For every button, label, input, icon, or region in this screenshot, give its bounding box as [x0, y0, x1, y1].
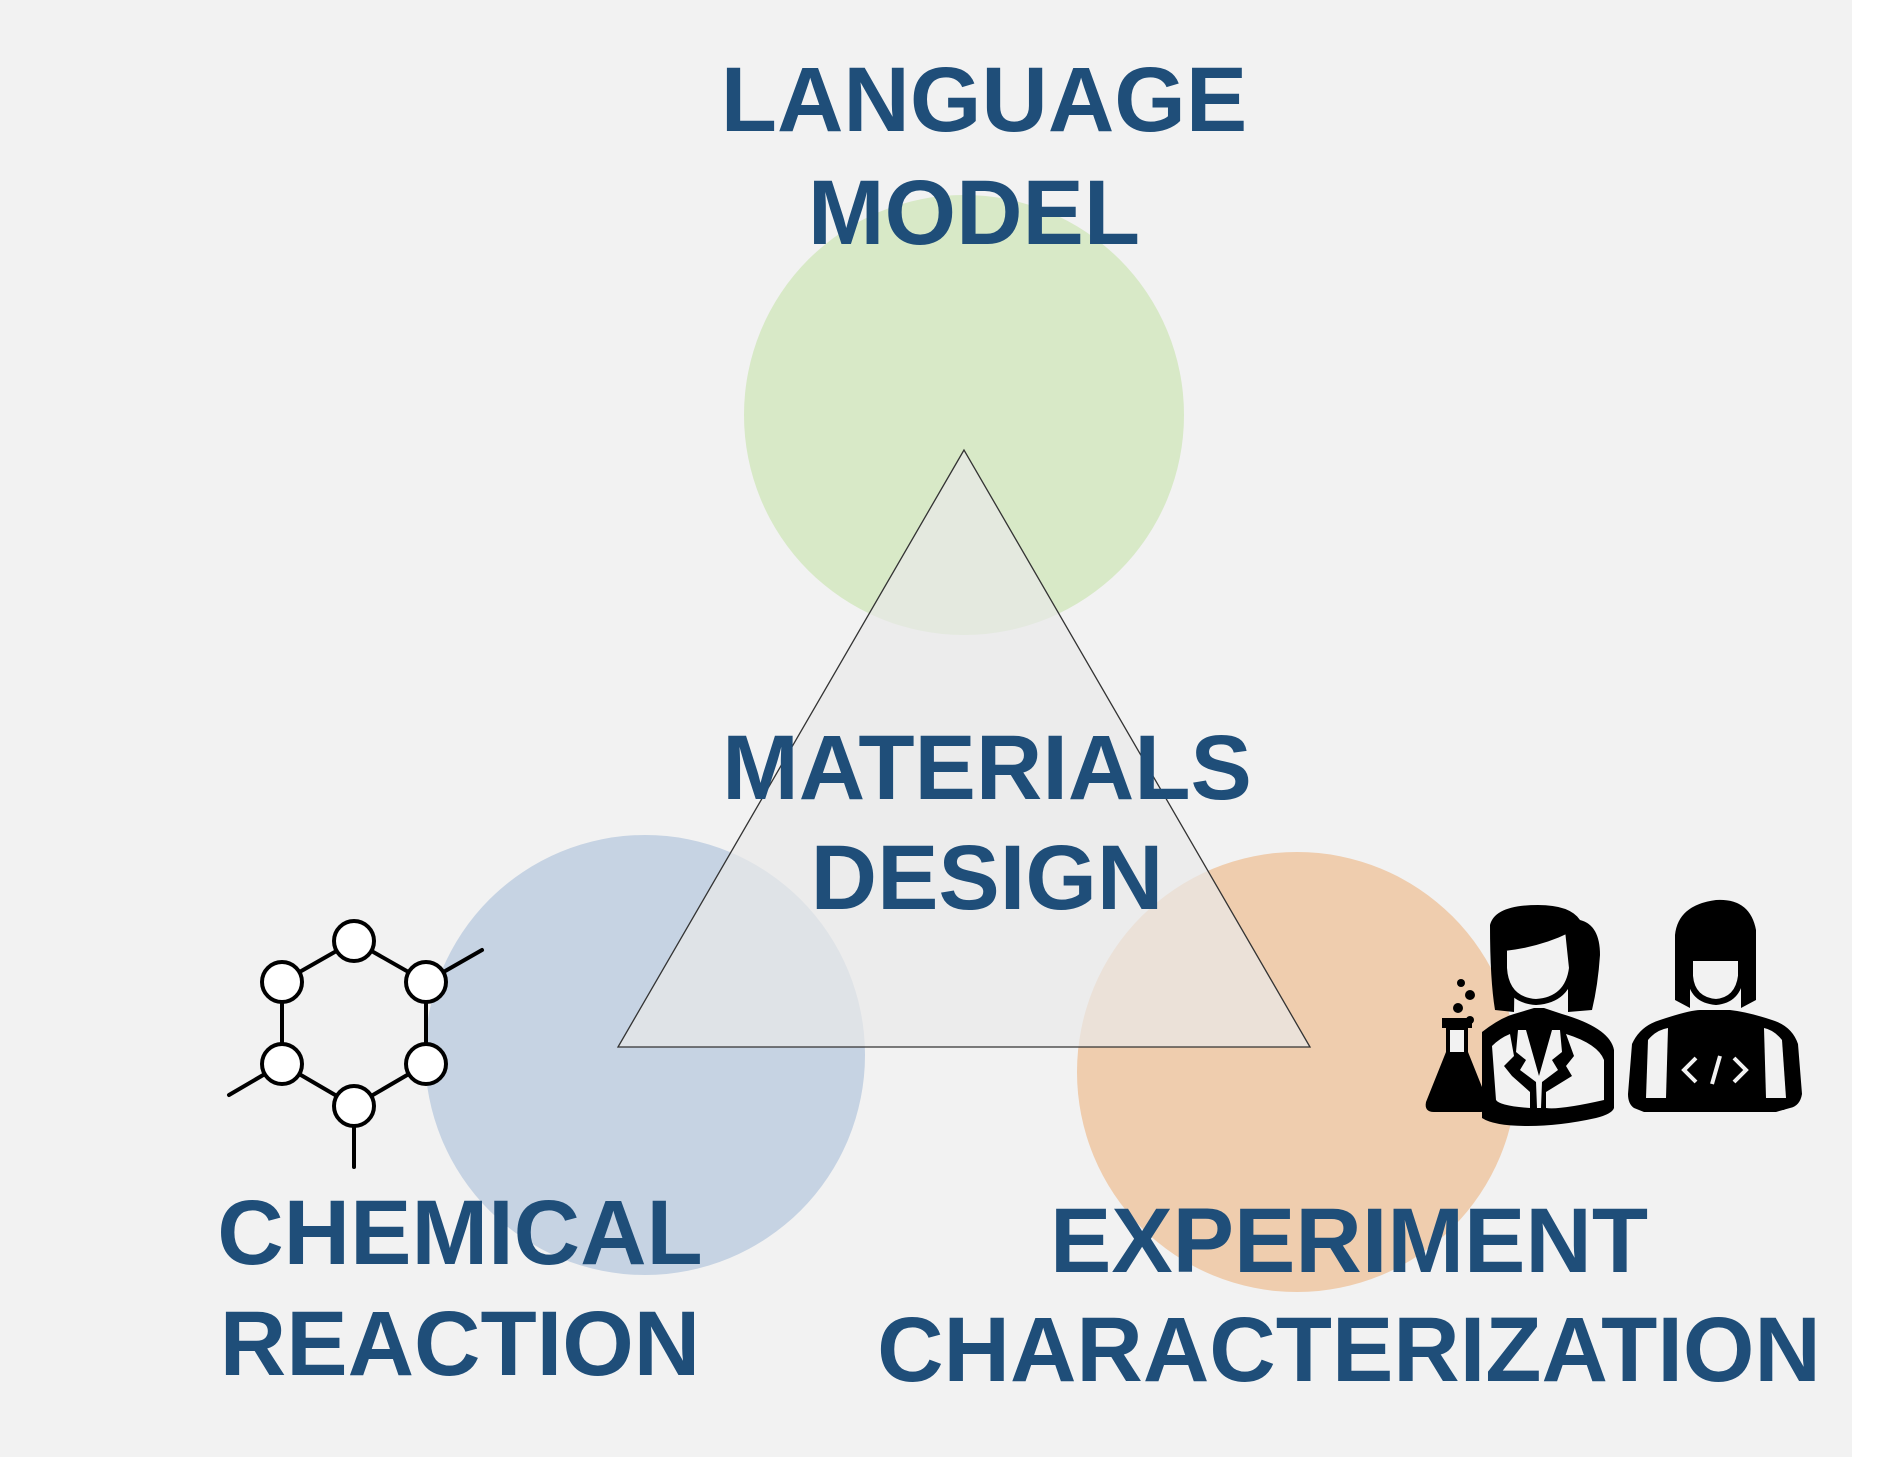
language-model-label-line2: MODEL [808, 162, 1140, 264]
language-model-label-line1: LANGUAGE [721, 49, 1247, 151]
chemical-reaction-label-line1: CHEMICAL [217, 1182, 703, 1284]
materials-design-label-line2: DESIGN [811, 827, 1164, 929]
chemical-reaction-label-line2: REACTION [220, 1293, 700, 1395]
materials-design-label-line1: MATERIALS [722, 717, 1252, 819]
experiment-label-line1: EXPERIMENT [1050, 1190, 1648, 1292]
language-model-circle [744, 195, 1184, 635]
molecule-icon [227, 919, 484, 1169]
characterization-label-line2: CHARACTERIZATION [877, 1299, 1821, 1401]
chemist-with-flask-icon [1425, 905, 1614, 1126]
materials-design-triangle [616, 448, 1312, 1048]
programmer-with-laptop-icon [1628, 899, 1802, 1112]
